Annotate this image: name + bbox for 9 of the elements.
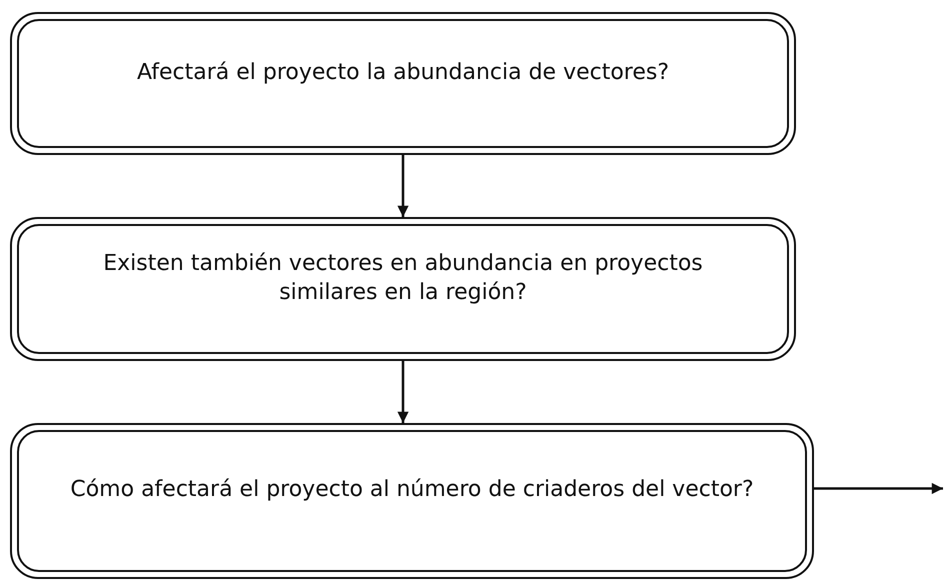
process-box (10, 423, 814, 579)
arrow (814, 482, 943, 494)
process-box (10, 12, 796, 155)
arrow (397, 155, 409, 217)
box-text: Afectará el proyecto la abundancia de vectores? (136, 58, 670, 87)
box-text: Cómo afectará el proyecto al número de criaderos del vector? (70, 476, 754, 504)
arrow (397, 361, 409, 423)
process-box (10, 217, 796, 361)
box-text: Existen también vectores en abundancia en proyectos similares en la región? (102, 250, 704, 307)
